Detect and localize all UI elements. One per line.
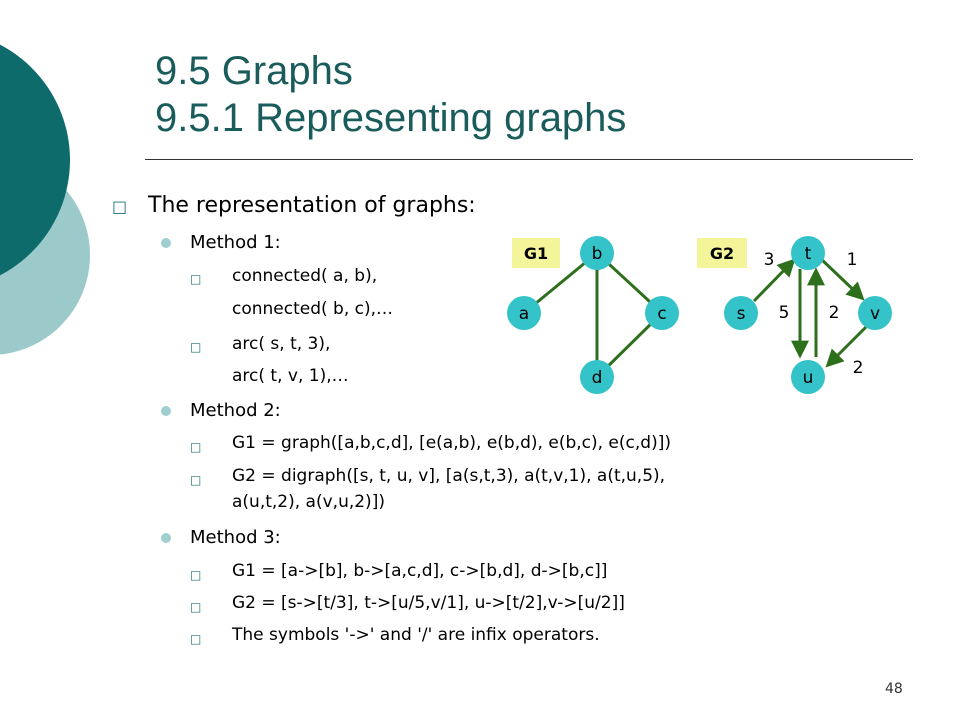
g1-node-c-label: c — [657, 304, 666, 324]
title-line-1: 9.5 Graphs — [155, 49, 353, 93]
g2-weight-v-u: 2 — [853, 358, 864, 378]
g2-weight-s-t: 3 — [764, 250, 775, 270]
decorative-circles — [0, 44, 90, 355]
g1-node-d-label: d — [592, 368, 603, 388]
g2-arc-s-t — [752, 258, 796, 303]
m2-item2-line2: a(u,t,2), a(v,u,2)]) — [232, 492, 385, 512]
dot-bullet-icon — [161, 406, 171, 416]
m3-item1: G1 = [a->[b], b->[a,c,d], c->[b,d], d->[… — [232, 561, 608, 581]
g2-node-s — [724, 296, 758, 330]
g2-tag-box — [697, 238, 747, 268]
method3-label: Method 3: — [190, 527, 281, 548]
g2-node-v-label: v — [870, 304, 880, 324]
square-bullet-icon: □ — [190, 568, 202, 582]
g2-node-u — [791, 360, 825, 394]
g1-node-a — [507, 296, 541, 330]
m3-item2: G2 = [s->[t/3], t->[u/5,v/1], u->[t/2],v… — [232, 593, 625, 613]
square-bullet-icon: □ — [190, 600, 202, 614]
g2-weight-t-u: 5 — [779, 303, 790, 323]
method1-label: Method 1: — [190, 232, 281, 253]
dark-teal-circle — [0, 44, 70, 276]
g2-weight-t-v: 1 — [847, 250, 858, 270]
g1-node-c — [645, 296, 679, 330]
m1-item1-line2: connected( b, c),… — [232, 299, 394, 319]
g2-weight-u-t: 2 — [829, 303, 840, 323]
m1-item2-line2: arc( t, v, 1),… — [232, 366, 349, 386]
m1-item2-line1: arc( s, t, 3), — [232, 334, 331, 354]
graph-g1: G1 b a c d — [507, 236, 679, 394]
square-bullet-icon: □ — [190, 340, 202, 354]
square-bullet-icon: □ — [190, 440, 202, 454]
square-bullet-icon: □ — [112, 197, 128, 216]
dot-bullet-icon — [161, 533, 171, 543]
m3-item3: The symbols '->' and '/' are infix opera… — [232, 625, 600, 645]
g2-node-s-label: s — [737, 304, 746, 324]
dot-bullet-icon — [161, 238, 171, 248]
m2-item2-line1: G2 = digraph([s, t, u, v], [a(s,t,3), a(… — [232, 466, 666, 486]
g2-node-t — [791, 236, 825, 270]
g1-node-a-label: a — [519, 304, 529, 324]
g2-node-v — [858, 296, 892, 330]
page-number: 48 — [885, 681, 903, 697]
g1-node-b — [580, 236, 614, 270]
m2-item1: G1 = graph([a,b,c,d], [e(a,b), e(b,d), e… — [232, 433, 671, 453]
g1-node-b-label: b — [592, 244, 603, 264]
g2-node-t-label: t — [805, 244, 812, 264]
heading-text: The representation of graphs: — [148, 193, 476, 218]
g1-tag: G1 — [524, 244, 548, 263]
square-bullet-icon: □ — [190, 473, 202, 487]
g2-node-u-label: u — [803, 368, 814, 388]
g2-arc-v-u — [825, 325, 868, 368]
graph-g2: G2 t s v u 3 1 5 2 2 — [697, 236, 892, 394]
m1-item1-line1: connected( a, b), — [232, 266, 378, 286]
slide-title: 9.5 Graphs 9.5.1 Representing graphs — [155, 48, 626, 142]
method2-label: Method 2: — [190, 400, 281, 421]
square-bullet-icon: □ — [190, 272, 202, 286]
square-bullet-icon: □ — [190, 632, 202, 646]
g1-tag-box — [512, 238, 560, 268]
g2-arc-t-v — [818, 256, 865, 301]
title-divider — [145, 159, 913, 160]
title-line-2: 9.5.1 Representing graphs — [155, 96, 627, 140]
g1-node-d — [580, 360, 614, 394]
g2-tag: G2 — [710, 244, 734, 263]
